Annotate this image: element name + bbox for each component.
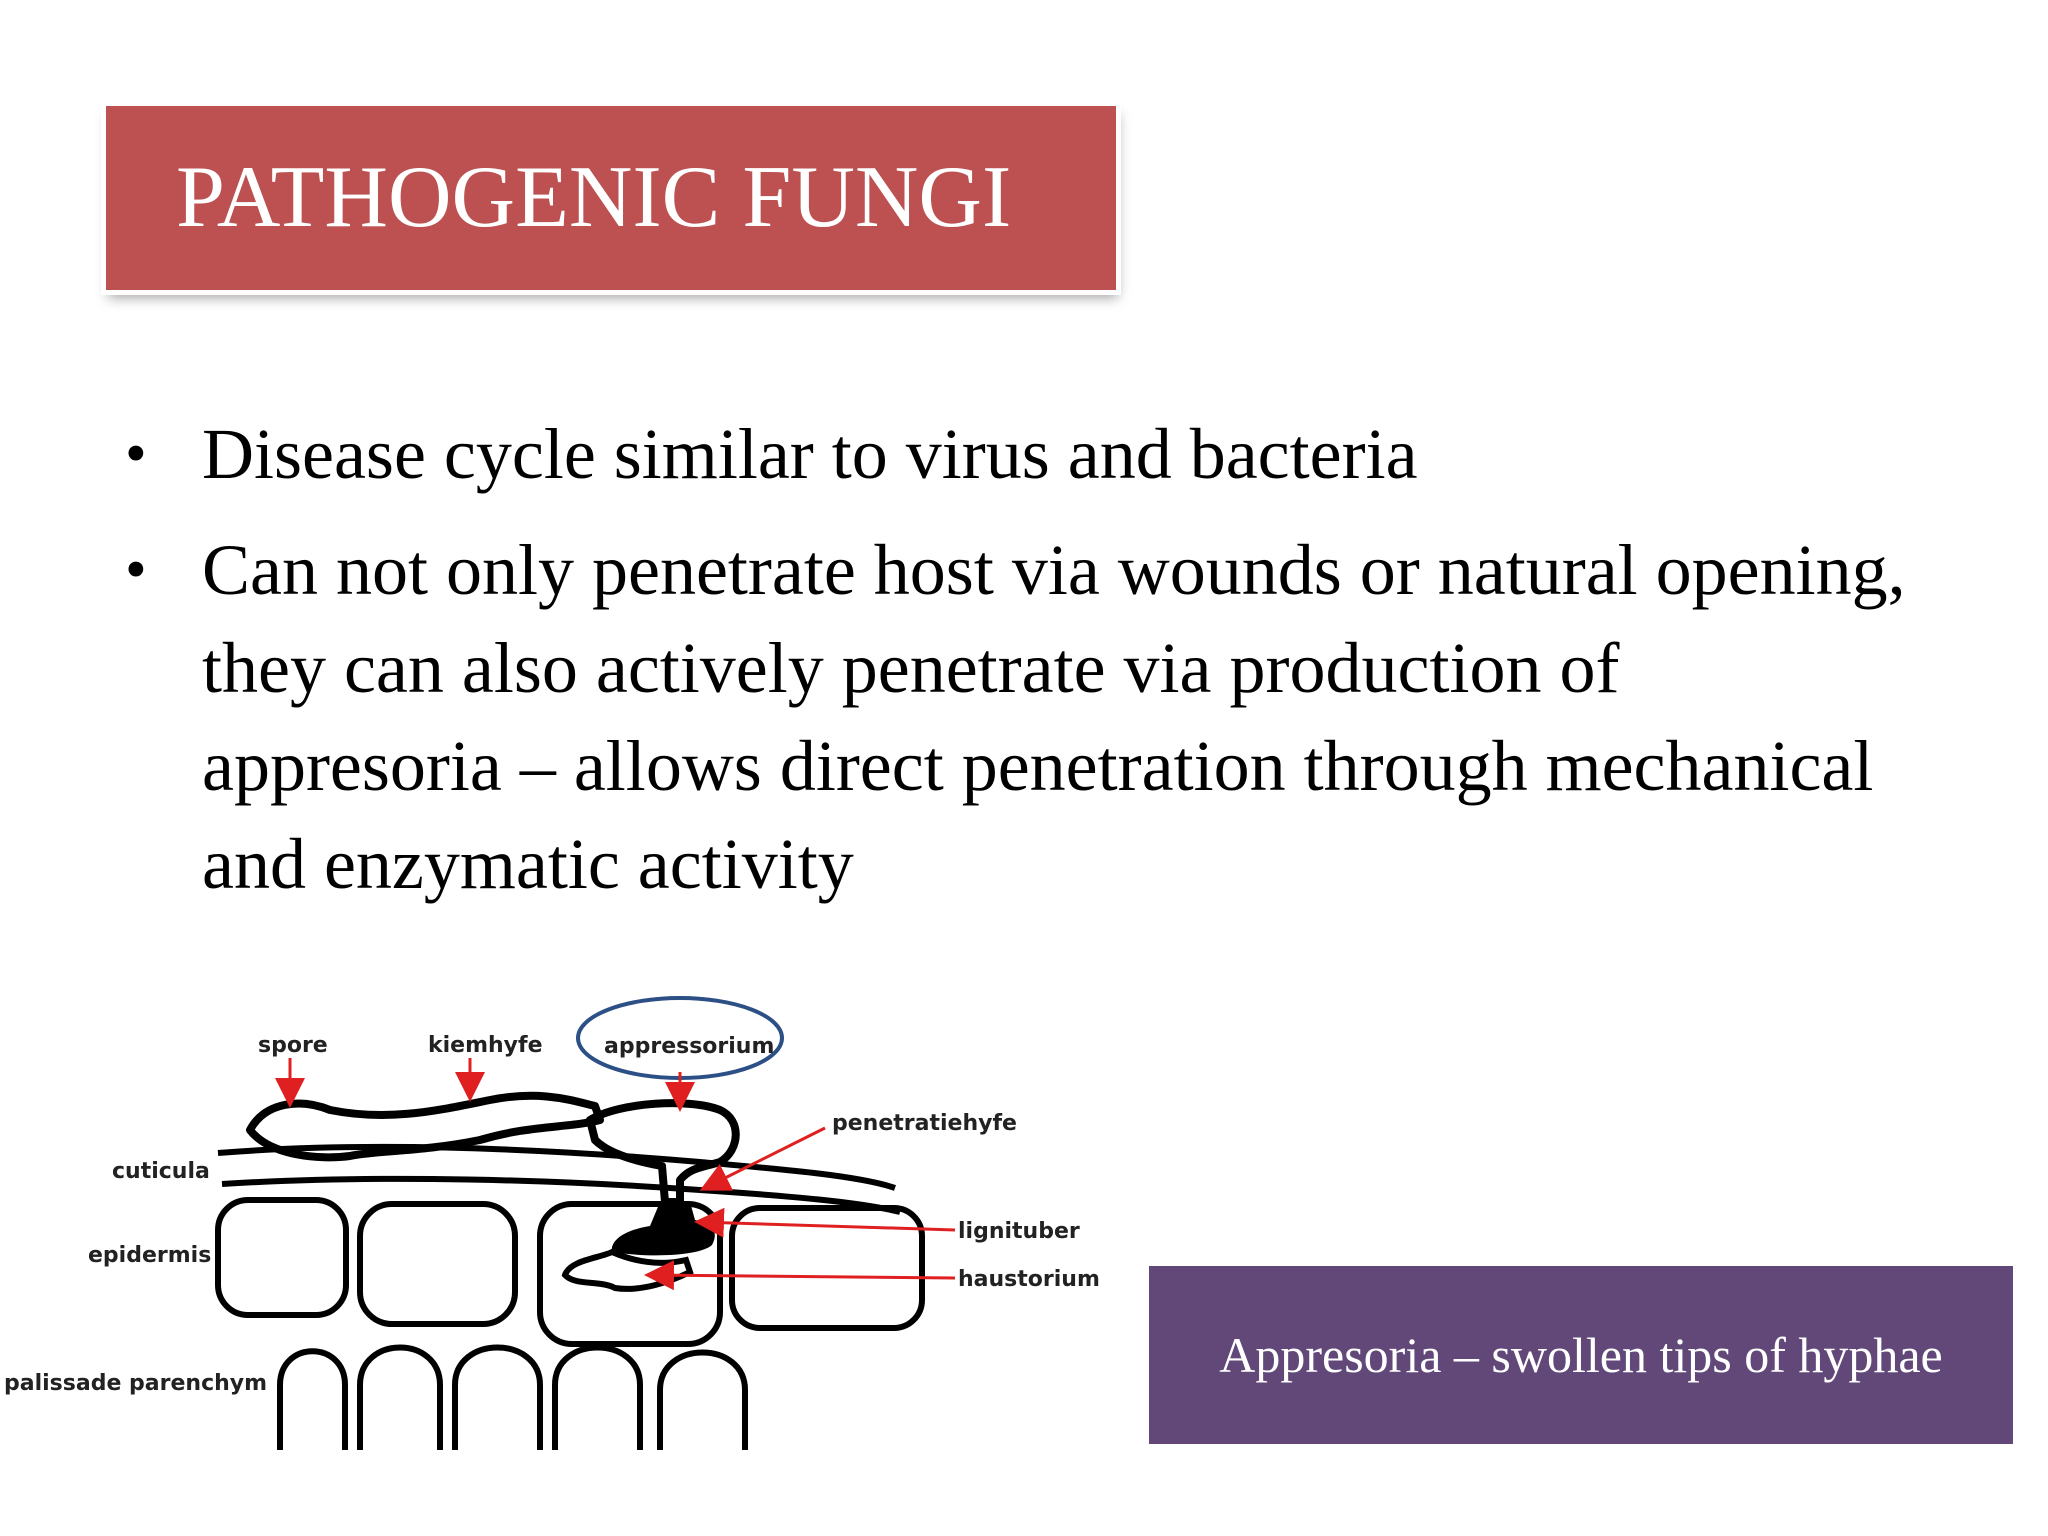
palissade-cell	[452, 1344, 543, 1450]
lignituber-shape	[611, 1202, 715, 1256]
bullet-item: • Disease cycle similar to virus and bac…	[120, 405, 1920, 503]
palissade-cell	[552, 1344, 643, 1450]
bullet-icon: •	[125, 536, 147, 604]
epidermis-cell	[729, 1205, 925, 1331]
caption-text: Appresoria – swollen tips of hyphae	[1219, 1327, 1943, 1383]
bullet-text: Can not only penetrate host via wounds o…	[202, 530, 1906, 904]
palissade-cell	[657, 1349, 748, 1450]
label-penetratiehyfe: penetratiehyfe	[832, 1111, 1017, 1136]
haustorium-shape	[561, 1248, 694, 1292]
cuticula-lower-line	[221, 1175, 901, 1215]
label-palissade-parenchym: palissade parenchym	[4, 1371, 267, 1396]
fungal-penetration-diagram: spore kiemhyfe appressorium penetratiehy…	[4, 996, 1100, 1450]
bullet-icon: •	[125, 420, 147, 488]
palissade-cell	[357, 1344, 443, 1450]
cuticula-upper-line	[217, 1143, 896, 1191]
slide-title: PATHOGENIC FUNGI	[176, 149, 1012, 246]
label-kiemhyfe: kiemhyfe	[428, 1033, 543, 1058]
bullet-text: Disease cycle similar to virus and bacte…	[202, 414, 1418, 494]
lignituber-arrow	[694, 1207, 956, 1238]
spore-hypha-shape	[246, 1091, 604, 1162]
label-epidermis: epidermis	[88, 1243, 211, 1268]
bullet-item: • Can not only penetrate host via wounds…	[120, 521, 1920, 913]
epidermis-cell	[357, 1201, 518, 1327]
epidermis-cell	[537, 1201, 723, 1347]
label-spore: spore	[258, 1033, 328, 1058]
palissade-cell	[277, 1348, 348, 1450]
haustorium-arrow	[644, 1260, 956, 1291]
penetratiehyfe-arrow	[699, 1126, 826, 1191]
label-cuticula: cuticula	[112, 1159, 210, 1184]
epidermis-cell	[215, 1197, 349, 1318]
title-box: PATHOGENIC FUNGI	[106, 106, 1116, 290]
caption-box: Appresoria – swollen tips of hyphae	[1149, 1266, 2013, 1444]
label-appressorium: appressorium	[604, 1034, 774, 1059]
bullet-list: • Disease cycle similar to virus and bac…	[120, 405, 1920, 931]
label-lignituber: lignituber	[958, 1219, 1080, 1244]
label-haustorium: haustorium	[958, 1267, 1100, 1292]
